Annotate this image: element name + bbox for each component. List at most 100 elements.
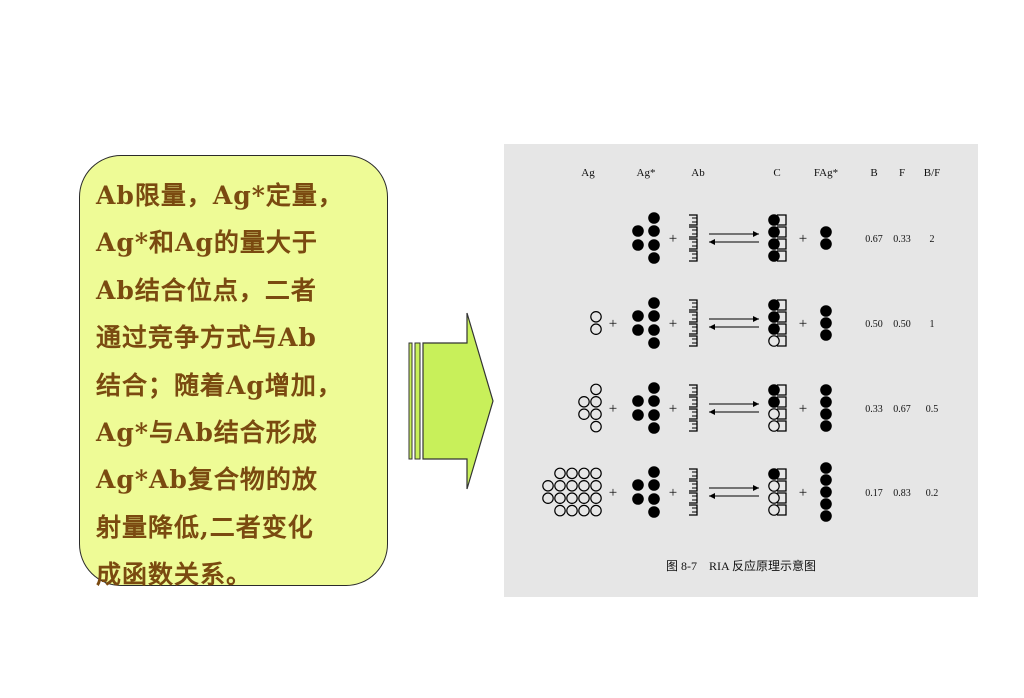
antibody-glyph: [689, 214, 698, 226]
bf-ratio-value: 0.2: [926, 488, 939, 499]
complex-unlabeled-dot: [768, 480, 780, 492]
antigen-unlabeled-dot: [578, 492, 590, 504]
bf-ratio-value: 2: [930, 234, 935, 245]
column-header: FAg*: [814, 167, 838, 179]
antibody-glyph-inner: [692, 314, 697, 320]
complex-antibody-glyph: [777, 420, 787, 432]
antigen-labeled-dot: [632, 239, 644, 251]
antigen-unlabeled-dot: [590, 467, 602, 480]
antigen-unlabeled-dot: [566, 504, 578, 517]
complex-labeled-dot: [768, 214, 780, 226]
antibody-glyph-inner: [692, 326, 697, 332]
free-fraction-value: 0.67: [893, 404, 911, 415]
antibody-glyph-inner: [692, 387, 697, 393]
reverse-arrowhead: [709, 409, 715, 415]
complex-labeled-dot: [768, 238, 780, 250]
complex-antibody-glyph: [777, 396, 787, 408]
plus-sign: +: [669, 401, 677, 417]
explanation-line: 通过竞争方式与Ab: [96, 323, 317, 353]
antibody-glyph-inner: [692, 411, 697, 417]
free-labeled-antigen-dot: [820, 498, 832, 510]
plus-sign: +: [609, 401, 617, 417]
antibody-glyph: [689, 323, 698, 335]
antibody-glyph-inner: [692, 483, 697, 489]
plus-sign: +: [669, 316, 677, 332]
antigen-unlabeled-dot: [590, 311, 602, 323]
antigen-labeled-dot: [648, 310, 660, 322]
complex-antibody-glyph: [777, 238, 787, 250]
antibody-glyph: [689, 408, 698, 420]
complex-antibody-glyph: [777, 299, 787, 311]
complex-antibody-glyph: [777, 311, 787, 323]
antigen-labeled-dot: [648, 337, 660, 349]
forward-arrowhead: [753, 485, 759, 491]
antibody-glyph-inner: [692, 338, 697, 344]
antigen-labeled-dot: [648, 297, 660, 309]
complex-unlabeled-dot: [768, 492, 780, 504]
antigen-labeled-dot: [648, 479, 660, 491]
antigen-unlabeled-dot: [542, 492, 554, 504]
antigen-labeled-dot: [632, 324, 644, 336]
column-header: F: [899, 167, 905, 179]
complex-labeled-dot: [768, 396, 780, 408]
antigen-unlabeled-dot: [590, 383, 602, 396]
plus-sign: +: [609, 316, 617, 332]
antigen-labeled-dot: [632, 225, 644, 237]
complex-antibody-glyph: [777, 226, 787, 238]
explanation-line: 射量降低,二者变化: [96, 512, 314, 542]
antigen-unlabeled-dot: [566, 492, 578, 504]
plus-sign: +: [669, 485, 677, 501]
antibody-glyph-inner: [692, 399, 697, 405]
explanation-line: 结合；随着Ag增加，: [96, 370, 343, 400]
figure-caption: 图 8-7 RIA 反应原理示意图: [666, 558, 816, 573]
reverse-arrowhead: [709, 324, 715, 330]
complex-antibody-glyph: [777, 504, 787, 516]
complex-antibody-glyph: [777, 468, 787, 480]
antibody-glyph-inner: [692, 217, 697, 223]
explanation-callout: Ab限量，Ag*定量， Ag*和Ag的量大于 Ab结合位点，二者 通过竞争方式与…: [79, 155, 388, 589]
bf-ratio-value: 1: [930, 319, 935, 330]
bound-fraction-value: 0.17: [865, 488, 883, 499]
antibody-glyph: [689, 420, 698, 432]
antibody-glyph-inner: [692, 471, 697, 477]
antigen-unlabeled-dot: [566, 467, 578, 480]
antigen-unlabeled-dot: [590, 492, 602, 504]
free-labeled-antigen-dot: [820, 486, 832, 498]
antigen-unlabeled-dot: [590, 479, 602, 492]
bound-fraction-value: 0.50: [865, 319, 883, 330]
explanation-line: 成函数关系。: [96, 560, 253, 590]
free-labeled-antigen-dot: [820, 462, 832, 474]
complex-labeled-dot: [768, 226, 780, 238]
free-labeled-antigen-dot: [820, 510, 832, 522]
free-labeled-antigen-dot: [820, 329, 832, 341]
right-arrow-icon: [408, 312, 494, 490]
reverse-arrowhead: [709, 493, 715, 499]
antibody-glyph: [689, 480, 698, 492]
free-labeled-antigen-dot: [820, 420, 832, 432]
antigen-labeled-dot: [648, 225, 660, 237]
antigen-unlabeled-dot: [578, 479, 590, 492]
complex-antibody-glyph: [777, 335, 787, 347]
explanation-line: Ag*Ab复合物的放: [96, 465, 318, 495]
antibody-glyph: [689, 396, 698, 408]
reverse-arrowhead: [709, 239, 715, 245]
complex-unlabeled-dot: [768, 408, 780, 420]
antigen-labeled-dot: [632, 409, 644, 421]
complex-unlabeled-dot: [768, 335, 780, 347]
complex-antibody-glyph: [777, 480, 787, 492]
complex-antibody-glyph: [777, 214, 787, 226]
plus-sign: +: [799, 401, 807, 417]
antigen-unlabeled-dot: [578, 467, 590, 480]
antigen-unlabeled-dot: [554, 504, 566, 517]
antibody-glyph: [689, 492, 698, 504]
forward-arrowhead: [753, 401, 759, 407]
antigen-unlabeled-dot: [554, 479, 566, 492]
complex-unlabeled-dot: [768, 420, 780, 432]
antigen-labeled-dot: [648, 212, 660, 224]
antigen-labeled-dot: [648, 422, 660, 434]
free-labeled-antigen-dot: [820, 305, 832, 317]
complex-labeled-dot: [768, 468, 780, 480]
free-labeled-antigen-dot: [820, 396, 832, 408]
forward-arrowhead: [753, 316, 759, 322]
complex-unlabeled-dot: [768, 504, 780, 516]
